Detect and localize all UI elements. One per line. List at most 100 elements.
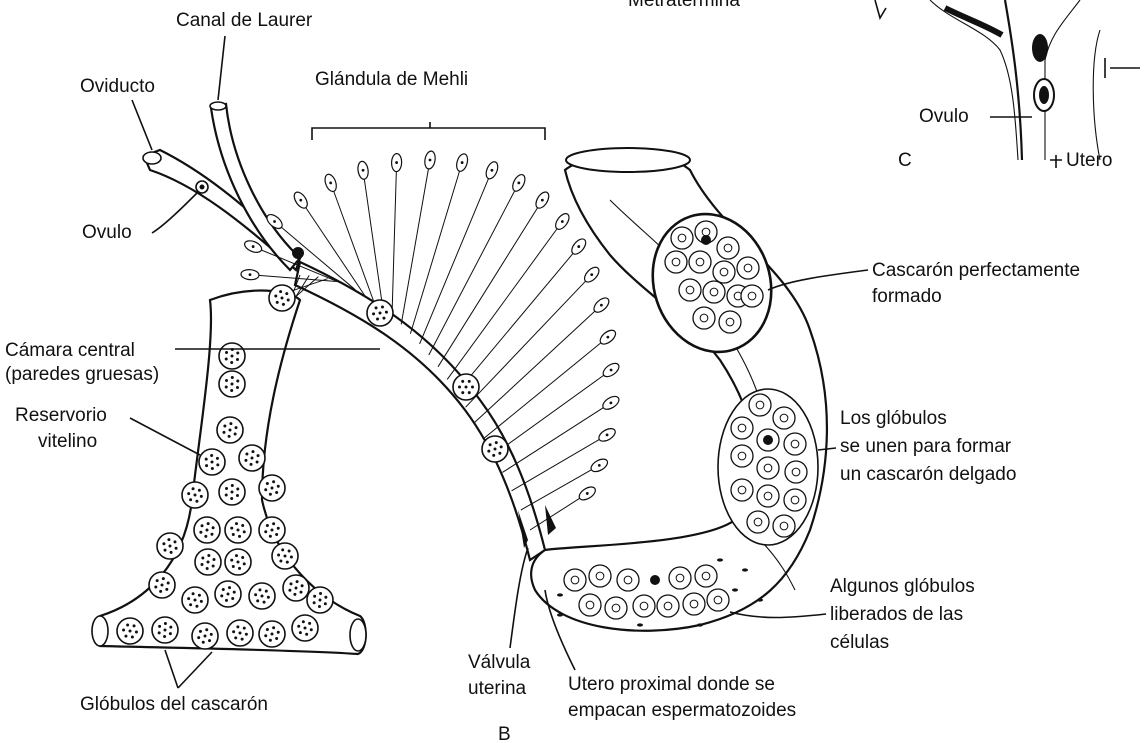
label-cascaron-perfecto-2: formado	[872, 286, 942, 307]
globule-dot	[236, 352, 239, 355]
globule-dot	[235, 426, 238, 429]
globule-dot	[163, 635, 166, 638]
globule-dot	[269, 535, 272, 538]
globule-dot	[201, 524, 204, 527]
globule-dot	[230, 527, 233, 530]
globule-dot	[207, 522, 210, 525]
globule-dot	[288, 549, 291, 552]
label-canal-laurer: Canal de Laurer	[176, 10, 313, 31]
globule-dot	[461, 391, 464, 394]
globule-dot	[285, 292, 288, 295]
globule-dot	[158, 631, 161, 634]
egg-cell	[731, 479, 753, 501]
globule-dot	[210, 533, 213, 536]
globule-dot	[288, 589, 291, 592]
egg-cell	[683, 593, 705, 615]
globule-dot	[231, 491, 234, 494]
globule-dot	[289, 582, 292, 585]
valve-flap-right	[545, 505, 556, 535]
uterus	[531, 148, 827, 631]
globule-dot	[263, 601, 266, 604]
oviduct-laurer	[143, 102, 304, 270]
globule-dot	[195, 605, 198, 608]
egg-cell	[669, 567, 691, 589]
globule-dot	[204, 535, 207, 538]
globule-dot	[164, 549, 167, 552]
inset-label-c: C	[898, 150, 912, 171]
globule-dot	[282, 303, 285, 306]
globule-dot	[284, 555, 287, 558]
label-utero-proximal-2: empacan espermatozoides	[568, 700, 796, 721]
egg-cell	[695, 565, 717, 587]
globule-dot	[279, 560, 282, 563]
mehlis-duct	[466, 275, 592, 408]
released-globule	[557, 613, 563, 616]
globule-dot	[236, 380, 239, 383]
label-reservorio-1: Reservorio	[15, 405, 107, 426]
egg-cell	[785, 461, 807, 483]
oviduct-opening	[143, 152, 161, 164]
globule-dot	[230, 497, 233, 500]
egg-cell	[731, 445, 753, 467]
globule-dot	[122, 629, 125, 632]
globule-dot	[279, 290, 282, 293]
globule-dot	[225, 385, 228, 388]
ovum-dark-top	[701, 235, 711, 245]
globule-dot	[126, 623, 129, 626]
label-valvula-1: Válvula	[468, 652, 531, 673]
globule-dot	[471, 385, 474, 388]
globule-dot	[256, 599, 259, 602]
egg-cell	[747, 511, 769, 533]
globule-dot	[235, 522, 238, 525]
globule-dot	[131, 636, 134, 639]
globule-dot	[243, 562, 246, 565]
globule-dot	[239, 632, 242, 635]
globule-dot	[241, 638, 244, 641]
mehlis-cell-nucleus	[249, 273, 252, 276]
mehlis-duct	[392, 163, 397, 316]
globule-dot	[192, 592, 195, 595]
released-globule	[757, 598, 763, 601]
mehlis-cell-nucleus	[586, 492, 589, 495]
globule-dot	[276, 301, 279, 304]
globule-dot	[231, 376, 234, 379]
globule-dot	[236, 625, 239, 628]
globule-dot	[382, 317, 385, 320]
egg-cell	[737, 257, 759, 279]
egg-cell	[605, 597, 627, 619]
egg-cell	[693, 307, 715, 329]
globule-dot	[376, 318, 379, 321]
globule-dot	[229, 429, 232, 432]
globule-dot	[243, 627, 246, 630]
globule-dot	[165, 588, 168, 591]
globule-dot	[227, 593, 230, 596]
globule-dot	[225, 351, 228, 354]
globule-dot	[167, 538, 170, 541]
egg-cell	[717, 237, 739, 259]
globule-dot	[169, 545, 172, 548]
globule-dot	[169, 632, 172, 635]
globule-dot	[300, 591, 303, 594]
label-algunos-2: liberados de las	[830, 604, 963, 625]
mehlis-duct	[512, 435, 607, 491]
egg-cell	[703, 281, 725, 303]
egg-cell	[749, 394, 771, 416]
mehlis-duct	[429, 183, 519, 355]
leader-reservorio	[130, 418, 200, 455]
mehlis-cell-nucleus	[606, 336, 609, 339]
egg-cell	[757, 457, 779, 479]
mehlis-duct	[410, 163, 462, 334]
released-globule	[697, 623, 703, 626]
egg-cell	[731, 417, 753, 439]
globule-dot	[231, 597, 234, 600]
globule-dot	[234, 433, 237, 436]
globule-dot	[232, 533, 235, 536]
egg-cell	[707, 589, 729, 611]
globule-dot	[489, 443, 492, 446]
mehlis-cell-nucleus	[252, 245, 255, 248]
globule-dot	[277, 631, 280, 634]
globule-dot	[498, 452, 501, 455]
globule-dot	[293, 593, 296, 596]
globule-dot	[250, 463, 253, 466]
